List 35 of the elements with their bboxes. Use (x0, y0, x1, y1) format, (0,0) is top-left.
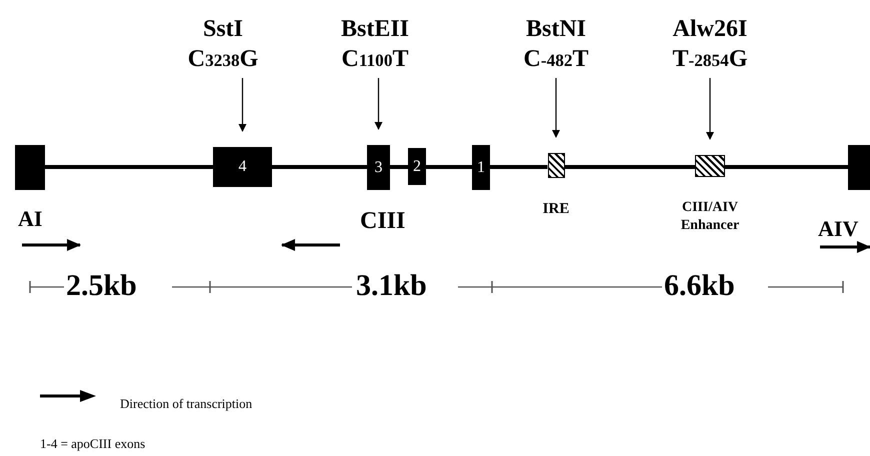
exon-number: 1 (477, 158, 485, 176)
legend-note: 1-4 = apoCIII exons (40, 436, 146, 452)
gene-label: CIII (360, 208, 406, 235)
dna-backbone-line (725, 165, 848, 169)
gene-label: AI (18, 206, 42, 232)
arrow (552, 78, 560, 138)
dna-backbone-line (564, 165, 695, 169)
legend-label: Direction of transcription (120, 396, 252, 412)
exon-box (408, 148, 426, 185)
gene-block (15, 145, 45, 190)
exon-number: 4 (238, 158, 246, 176)
scale-label: 6.6kb (664, 269, 735, 303)
arrow (374, 78, 382, 130)
exon-number: 2 (413, 158, 421, 176)
dna-backbone-line (390, 165, 408, 169)
dna-backbone-line (490, 165, 548, 169)
scale-label: 3.1kb (356, 269, 427, 303)
arrow (238, 78, 246, 132)
exon-box (472, 145, 490, 190)
arrow (706, 78, 714, 140)
dna-backbone-line (45, 165, 213, 169)
scale-label: 2.5kb (66, 269, 137, 303)
gene-label: AIV (818, 216, 858, 242)
element-label: CIII/AIV Enhancer (680, 199, 740, 235)
enzyme-name: SstI (202, 15, 244, 44)
exon-box (367, 145, 390, 190)
dna-backbone-line (272, 165, 367, 169)
element-label: IRE (542, 200, 570, 218)
enzyme-name: BstEII (340, 15, 410, 44)
gene-block (848, 145, 870, 190)
enzyme-name: BstNI (524, 15, 587, 44)
exon-box (213, 147, 272, 187)
exon-number: 3 (374, 158, 382, 176)
dna-backbone-line (426, 165, 472, 169)
enzyme-name: Alw26I (672, 15, 748, 44)
